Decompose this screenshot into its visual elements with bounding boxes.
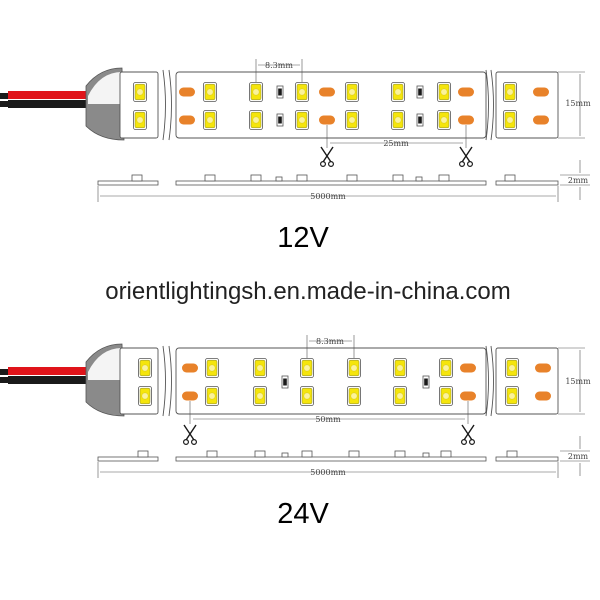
watermark-url: orientlightingsh.en.made-in-china.com xyxy=(105,278,511,305)
width-dimension xyxy=(558,347,585,415)
cut-dimension xyxy=(189,401,469,424)
thickness-dimension xyxy=(560,436,590,476)
end-cap xyxy=(85,343,125,417)
pitch-label: 8.3mm xyxy=(265,61,293,70)
length-label: 5000mm xyxy=(310,192,346,201)
voltage-label: 12V xyxy=(277,222,329,254)
panel-24v: 8.3mm 50mm 15mm xyxy=(0,335,591,530)
thickness-dimension xyxy=(560,160,590,200)
pitch-dimension xyxy=(306,335,355,358)
scissors-icon xyxy=(319,146,335,168)
pitch-dimension xyxy=(255,59,303,82)
scissors-icon xyxy=(182,424,198,446)
side-profile xyxy=(97,450,559,462)
width-dimension xyxy=(558,71,585,139)
length-dimension xyxy=(97,462,559,478)
thickness-label: 2mm xyxy=(568,176,589,185)
scissors-icon xyxy=(458,146,474,168)
end-cap xyxy=(85,67,125,141)
panel-12v: 8.3mm 25mm 15mm xyxy=(0,59,591,254)
voltage-label: 24V xyxy=(277,498,329,530)
scissors-icon xyxy=(460,424,476,446)
thickness-label: 2mm xyxy=(568,452,589,461)
cut-interval-label: 25mm xyxy=(383,139,409,148)
width-label: 15mm xyxy=(565,377,591,386)
strip-outline xyxy=(119,345,559,417)
cut-interval-label: 50mm xyxy=(315,415,341,424)
side-profile xyxy=(97,174,559,186)
input-wires xyxy=(0,367,92,384)
cut-dimension xyxy=(326,125,467,148)
length-label: 5000mm xyxy=(310,468,346,477)
length-dimension xyxy=(97,186,559,202)
width-label: 15mm xyxy=(565,99,591,108)
input-wires xyxy=(0,91,92,108)
strip-outline xyxy=(119,69,559,141)
pitch-label: 8.3mm xyxy=(316,337,344,346)
